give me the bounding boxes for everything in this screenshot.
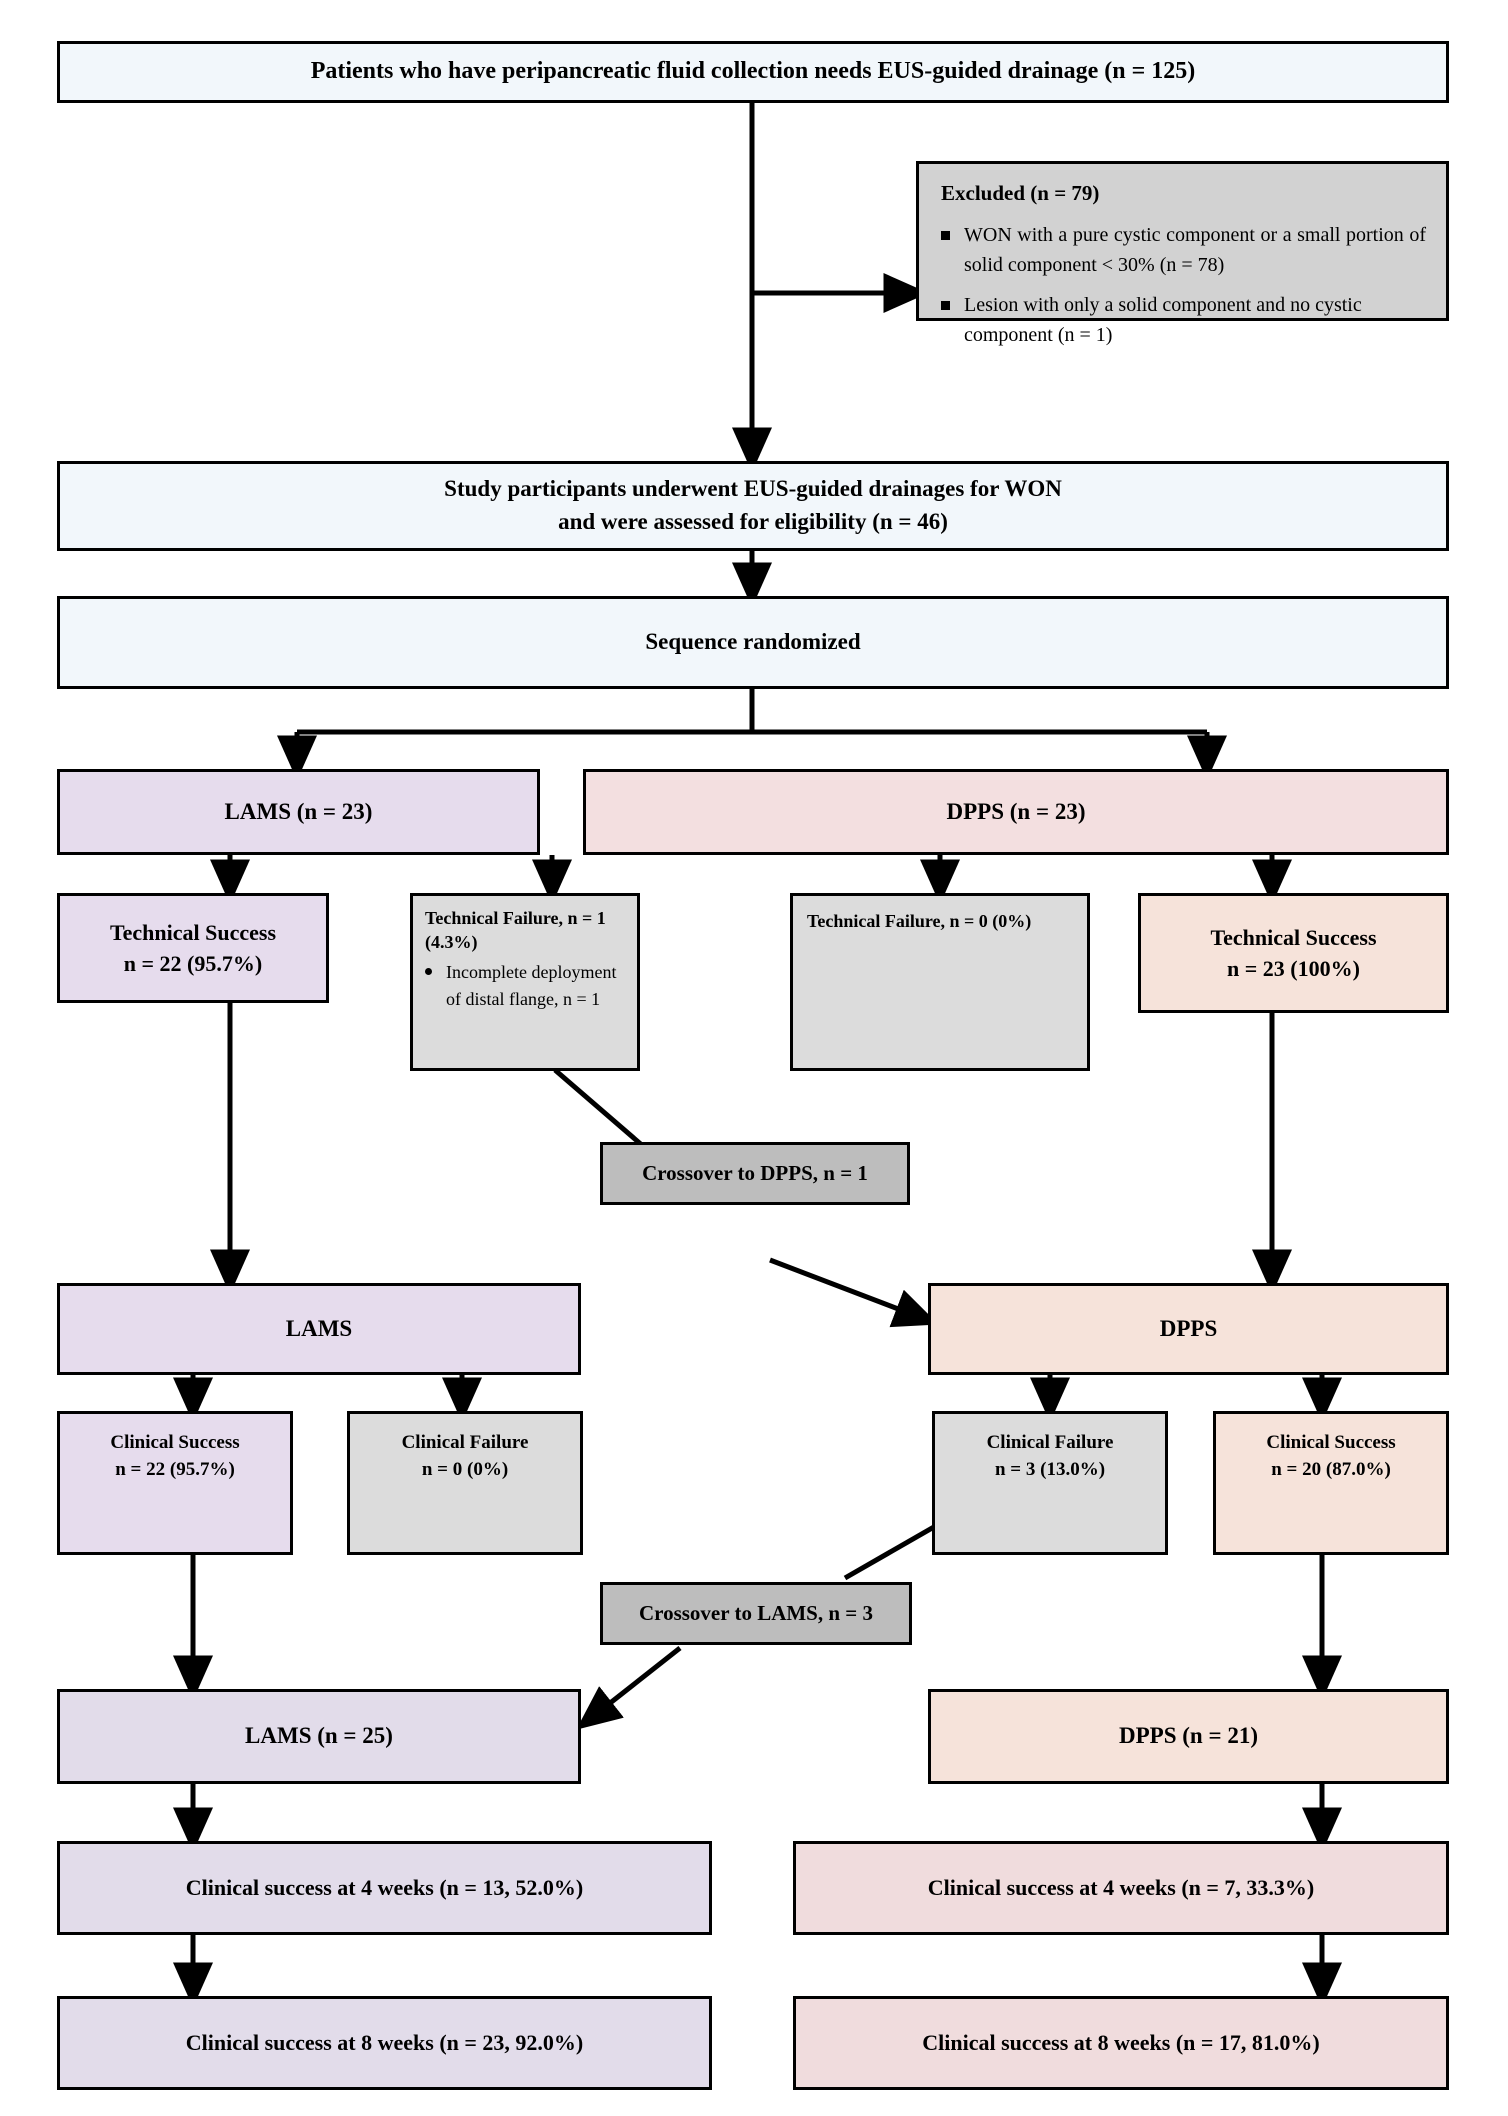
box-dpps-week4: Clinical success at 4 weeks (n = 7, 33.3… [793, 1841, 1449, 1935]
dpps-technical-success-line-2: n = 23 (100%) [1227, 956, 1360, 981]
final-dpps-label: DPPS (n = 21) [1119, 1723, 1258, 1749]
box-lams-clinical-failure: Clinical Failure n = 0 (0%) [347, 1411, 583, 1555]
box-stage2-dpps: DPPS [928, 1283, 1449, 1375]
final-lams-label: LAMS (n = 25) [245, 1723, 393, 1749]
box-enrollment-header: Patients who have peripancreatic fluid c… [57, 41, 1449, 103]
box-arm-dpps: DPPS (n = 23) [583, 769, 1449, 855]
box-final-lams: LAMS (n = 25) [57, 1689, 581, 1784]
square-bullet-icon [941, 230, 950, 240]
eligibility-line-2: and were assessed for eligibility (n = 4… [558, 509, 948, 534]
enrollment-header-text: Patients who have peripancreatic fluid c… [310, 58, 1196, 85]
box-lams-week8: Clinical success at 8 weeks (n = 23, 92.… [57, 1996, 712, 2090]
excluded-item-1: WON with a pure cystic component or a sm… [941, 220, 1426, 280]
sequence-randomized-text: Sequence randomized [645, 629, 861, 655]
box-dpps-technical-success: Technical Success n = 23 (100%) [1138, 893, 1449, 1013]
eligibility-line-1: Study participants underwent EUS-guided … [444, 476, 1062, 502]
lams-technical-failure-detail: Incomplete deployment of distal flange, … [425, 959, 624, 1013]
box-final-dpps: DPPS (n = 21) [928, 1689, 1449, 1784]
dpps-clinical-failure-line-2: n = 3 (13.0%) [994, 1459, 1106, 1480]
excluded-item-2: Lesion with only a solid component and n… [941, 290, 1426, 350]
lams-technical-failure-heading: Technical Failure, n = 1 (4.3%) [425, 908, 606, 952]
box-dpps-week8: Clinical success at 8 weeks (n = 17, 81.… [793, 1996, 1449, 2090]
lams-clinical-success-line-1: Clinical Success [110, 1432, 240, 1454]
box-excluded: Excluded (n = 79) WON with a pure cystic… [916, 161, 1449, 346]
dpps-clinical-success-line-2: n = 20 (87.0%) [1271, 1459, 1391, 1480]
box-dpps-clinical-failure: Clinical Failure n = 3 (13.0%) [932, 1411, 1168, 1555]
box-lams-technical-success: Technical Success n = 22 (95.7%) [57, 893, 329, 1003]
box-dpps-technical-failure: Technical Failure, n = 0 (0%) [790, 893, 1090, 1071]
crossover-to-dpps-label: Crossover to DPPS, n = 1 [642, 1160, 868, 1185]
box-crossover-to-dpps: Crossover to DPPS, n = 1 [600, 1142, 910, 1205]
crossover-to-lams-label: Crossover to LAMS, n = 3 [638, 1600, 874, 1625]
lams-clinical-success-line-2: n = 22 (95.7%) [115, 1459, 235, 1480]
box-dpps-clinical-success: Clinical Success n = 20 (87.0%) [1213, 1411, 1449, 1555]
arm-lams-label: LAMS (n = 23) [224, 798, 373, 824]
stage2-dpps-label: DPPS [1159, 1315, 1218, 1341]
box-sequence-randomized: Sequence randomized [57, 596, 1449, 689]
excluded-item-1-text: WON with a pure cystic component or a sm… [964, 223, 1426, 276]
box-lams-technical-failure: Technical Failure, n = 1 (4.3%) Incomple… [410, 893, 640, 1071]
dpps-clinical-failure-line-1: Clinical Failure [986, 1432, 1114, 1454]
excluded-item-2-text: Lesion with only a solid component and n… [964, 293, 1362, 346]
box-eligibility: Study participants underwent EUS-guided … [57, 461, 1449, 551]
box-lams-clinical-success: Clinical Success n = 22 (95.7%) [57, 1411, 293, 1555]
excluded-heading: Excluded (n = 79) [941, 181, 1100, 205]
box-arm-lams: LAMS (n = 23) [57, 769, 540, 855]
box-lams-week4: Clinical success at 4 weeks (n = 13, 52.… [57, 1841, 712, 1935]
lams-clinical-failure-line-1: Clinical Failure [401, 1432, 529, 1454]
lams-technical-success-line-2: n = 22 (95.7%) [123, 951, 263, 976]
lams-technical-success-line-1: Technical Success [109, 919, 277, 945]
arm-dpps-label: DPPS (n = 23) [946, 798, 1086, 824]
lams-clinical-failure-line-2: n = 0 (0%) [421, 1459, 509, 1480]
dpps-clinical-success-line-1: Clinical Success [1266, 1432, 1396, 1454]
dot-bullet-icon [425, 967, 432, 975]
dpps-technical-failure-heading: Technical Failure, n = 0 (0%) [807, 911, 1032, 931]
lams-week4-text: Clinical success at 4 weeks (n = 13, 52.… [185, 1875, 584, 1901]
box-stage2-lams: LAMS [57, 1283, 581, 1375]
dpps-week4-text: Clinical success at 4 weeks (n = 7, 33.3… [927, 1875, 1315, 1901]
dpps-week8-text: Clinical success at 8 weeks (n = 17, 81.… [922, 2030, 1320, 2056]
square-bullet-icon [941, 300, 950, 310]
box-crossover-to-lams: Crossover to LAMS, n = 3 [600, 1582, 912, 1645]
dpps-technical-success-line-1: Technical Success [1210, 924, 1377, 950]
lams-week8-text: Clinical success at 8 weeks (n = 23, 92.… [185, 2030, 584, 2056]
lams-technical-failure-detail-text: Incomplete deployment of distal flange, … [446, 961, 617, 1009]
stage2-lams-label: LAMS [285, 1315, 353, 1341]
